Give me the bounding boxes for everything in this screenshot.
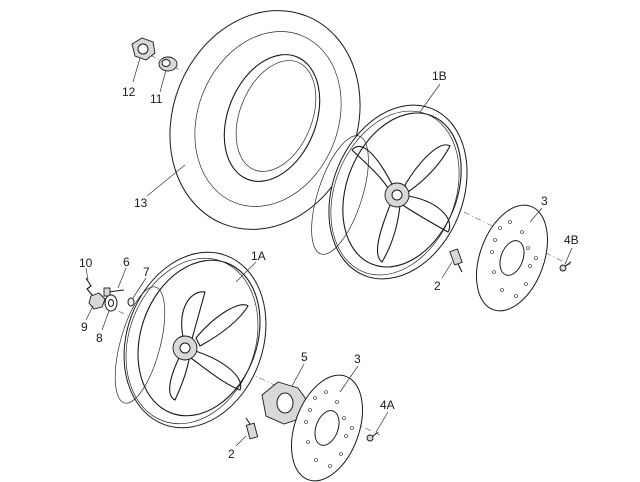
leader-7 xyxy=(132,277,147,299)
axle-nut-12 xyxy=(131,37,156,61)
callout-12: 12 xyxy=(122,85,136,99)
leader-5 xyxy=(291,363,305,387)
leader-1b xyxy=(419,83,441,113)
nut-9 xyxy=(88,292,106,310)
leader-10 xyxy=(85,267,89,281)
callout-1b: 1B xyxy=(432,69,447,83)
spring-clip-10 xyxy=(85,277,94,297)
rear-wheel-rim-1b xyxy=(311,104,468,280)
callout-4a: 4A xyxy=(380,398,395,412)
leader-2-upper xyxy=(441,261,453,279)
callout-8: 8 xyxy=(96,331,103,345)
leader-8 xyxy=(101,310,110,331)
callout-6: 6 xyxy=(123,255,130,269)
leader-2-lower xyxy=(235,435,247,447)
callout-7: 7 xyxy=(143,265,150,279)
leader-4a xyxy=(375,411,389,433)
valve-2-lower xyxy=(245,417,259,440)
leader-4b xyxy=(564,247,573,265)
brake-disc-3-upper xyxy=(476,204,548,312)
leader-9 xyxy=(85,305,94,321)
callout-5: 5 xyxy=(301,350,308,364)
disc-bolt-4b xyxy=(559,261,572,272)
washer-8 xyxy=(104,294,118,312)
callout-2-upper: 2 xyxy=(434,279,441,293)
leader-12 xyxy=(132,57,141,83)
callout-9: 9 xyxy=(81,320,88,334)
callout-4b: 4B xyxy=(564,233,579,247)
leader-1a xyxy=(235,261,257,283)
washer-7 xyxy=(127,297,135,307)
valve-2-upper xyxy=(449,248,463,273)
spacer-11 xyxy=(158,56,178,72)
callout-2-lower: 2 xyxy=(228,447,235,461)
leader-3-upper xyxy=(529,207,543,223)
front-wheel-rim-1a xyxy=(114,251,267,429)
brake-disc-3-lower xyxy=(291,374,363,482)
leader-3-lower xyxy=(339,365,359,393)
callout-13: 13 xyxy=(134,196,148,210)
callout-3-upper: 3 xyxy=(541,194,548,208)
callout-3-lower: 3 xyxy=(354,352,361,366)
callout-10: 10 xyxy=(79,256,93,270)
leader-11 xyxy=(159,69,167,93)
callout-11: 11 xyxy=(150,92,163,106)
leader-13 xyxy=(146,164,186,197)
callout-1a: 1A xyxy=(251,249,266,263)
disc-bolt-4a xyxy=(366,431,379,442)
leader-6 xyxy=(117,267,127,289)
bolt-6 xyxy=(103,287,125,297)
